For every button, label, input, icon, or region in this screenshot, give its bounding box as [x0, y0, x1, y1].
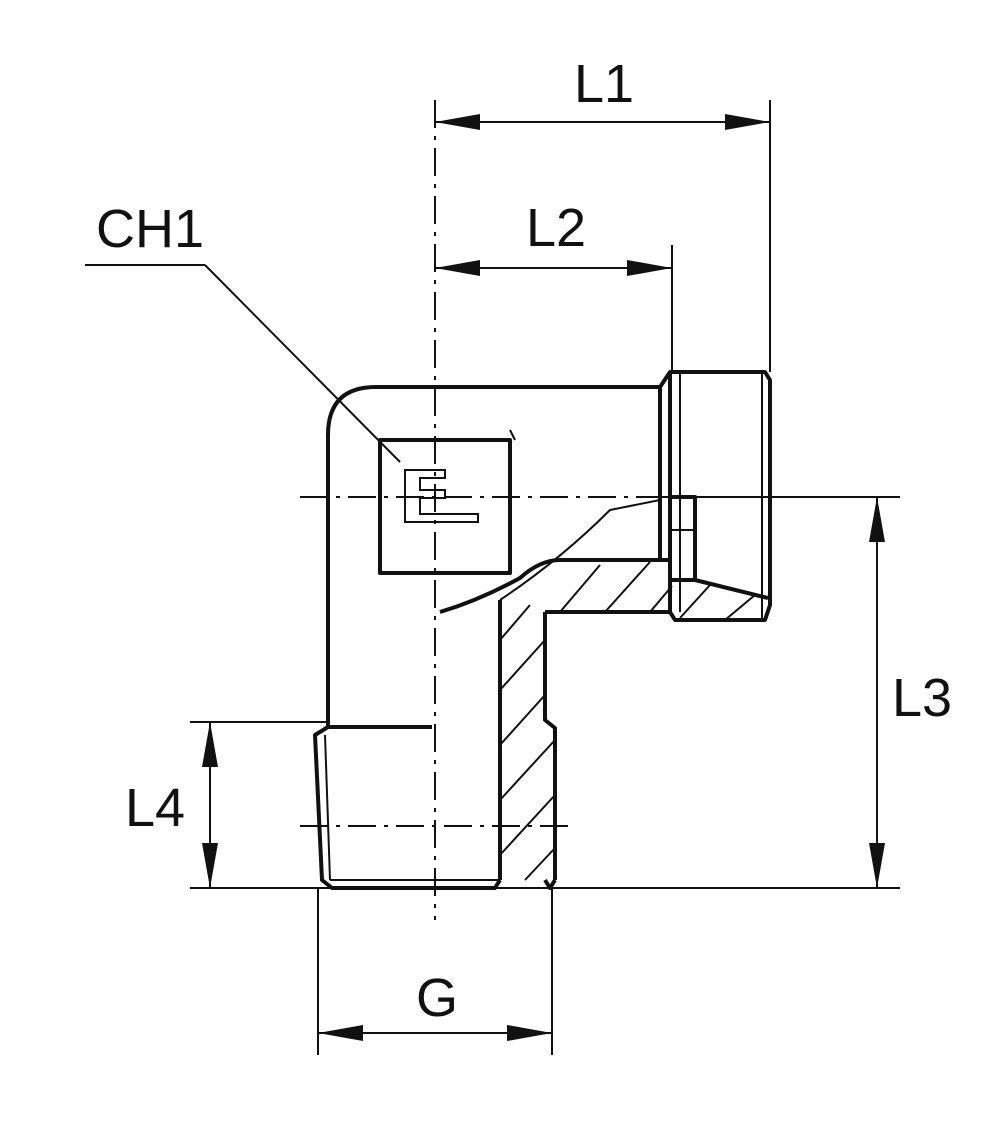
dimension-l4: [190, 721, 328, 888]
label-ch1: CH1: [96, 199, 204, 259]
label-l2: L2: [526, 198, 586, 258]
section-hatching: [499, 561, 756, 881]
dimension-l1: [435, 100, 771, 372]
label-l3: L3: [892, 668, 952, 728]
label-l1: L1: [574, 54, 634, 114]
dimensions: [85, 100, 900, 1055]
label-g: G: [416, 968, 458, 1028]
dimension-l3: [190, 496, 900, 889]
dimension-ch1-leader: [85, 264, 401, 463]
wrench-flat: [378, 429, 516, 575]
dimension-l2: [435, 245, 673, 372]
label-l4: L4: [125, 778, 185, 838]
dimension-g: [317, 888, 553, 1055]
fitting-body: [326, 385, 670, 880]
center-lines: [300, 100, 660, 920]
